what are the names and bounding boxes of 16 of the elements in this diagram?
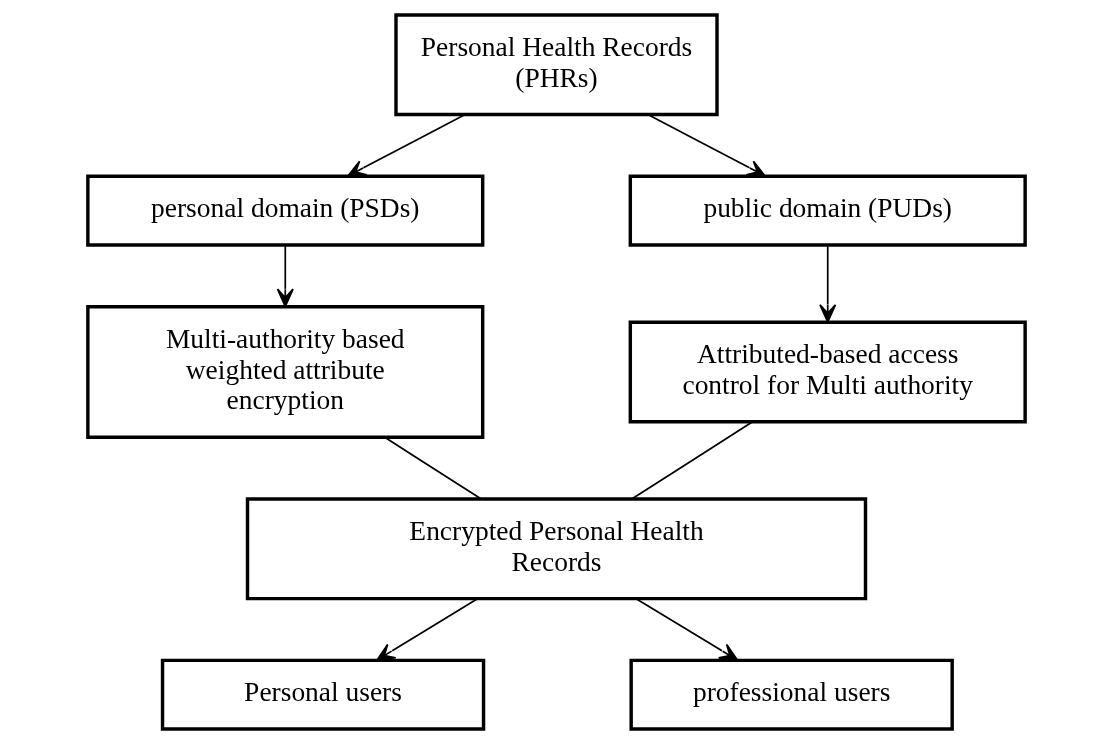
connector bbox=[631, 421, 754, 500]
node-box: Personal users bbox=[160, 658, 486, 731]
connector bbox=[383, 436, 482, 500]
node-box: Personal Health Records (PHRs) bbox=[394, 13, 719, 117]
arrow bbox=[276, 244, 294, 308]
arrow bbox=[647, 113, 766, 177]
arrow bbox=[635, 597, 739, 661]
node-box: Attributed-based access control for Multi authority bbox=[628, 320, 1027, 424]
node-box: professional users bbox=[629, 658, 954, 731]
arrow bbox=[347, 113, 466, 177]
node-box: public domain (PUDs) bbox=[628, 174, 1027, 247]
node-box: Encrypted Personal Health Records bbox=[245, 497, 868, 601]
node-box: personal domain (PSDs) bbox=[86, 174, 485, 247]
arrow bbox=[819, 244, 837, 323]
node-box: Multi-authority based weighted attribute encryption bbox=[86, 305, 485, 439]
arrow bbox=[376, 597, 479, 661]
